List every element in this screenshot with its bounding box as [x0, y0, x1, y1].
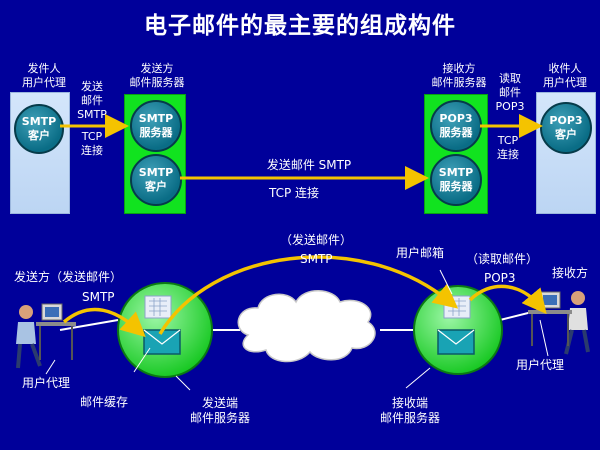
sender-person-icon	[16, 303, 76, 369]
read-label: （读取邮件）	[466, 252, 539, 266]
read-pop3-label: POP3	[484, 271, 516, 285]
sender-label: 发送方（发送邮件）	[14, 270, 123, 284]
mid-tcp-label: TCP 连接	[268, 186, 320, 200]
top-smtp-label: SMTP	[300, 252, 333, 266]
mail-buffer-label: 邮件缓存	[80, 395, 129, 409]
pointer-send-end	[175, 375, 191, 391]
send-mail-label: 发送 邮件 SMTP	[77, 80, 107, 121]
sender-smtp-label: SMTP	[82, 290, 115, 304]
pop3-server-circle: POP3 服务器	[430, 100, 482, 152]
mail-buffer-icon	[144, 295, 172, 319]
top-send-label: （发送邮件）	[280, 233, 353, 247]
read-mail-label: 读取 邮件 POP3	[495, 72, 525, 113]
internet-cloud	[237, 290, 376, 363]
pointer-recv-end	[405, 367, 431, 389]
sender-server-label: 发送方 邮件服务器	[129, 62, 185, 89]
smtp-client-circle: SMTP 客户	[14, 104, 64, 154]
pointer-mail-buffer	[133, 347, 151, 373]
internet-label: 因特网	[284, 325, 317, 338]
arrow-buffer-to-mailbox	[158, 255, 459, 335]
pointer-ua-left	[45, 359, 56, 375]
recipient-ua-label: 收件人 用户代理	[543, 62, 587, 89]
send-end-label: 发送端 邮件服务器	[189, 396, 250, 425]
pointer-mailbox	[439, 269, 453, 295]
sender-ua-label: 发件人 用户代理	[22, 62, 66, 89]
pop3-client-circle: POP3 客户	[540, 102, 592, 154]
receiver-label: 接收方	[552, 266, 589, 280]
pointer-ua-right	[539, 319, 549, 357]
smtp-client2-circle: SMTP 客户	[130, 154, 182, 206]
arrow-mailbox-to-ua	[468, 284, 547, 315]
tcp-conn-label: TCP 连接	[81, 130, 103, 157]
ua-right-label: 用户代理	[516, 358, 565, 372]
page-title: 电子邮件的最主要的组成构件	[144, 13, 456, 39]
arrow-ua-to-buffer	[62, 307, 146, 338]
smtp-server2-circle: SMTP 服务器	[430, 154, 482, 206]
recv-end-label: 接收端 邮件服务器	[379, 396, 440, 425]
tcp2-conn-label: TCP 连接	[497, 134, 519, 161]
link-ua-left	[59, 319, 119, 331]
mailbox-label: 用户邮箱	[396, 246, 445, 260]
mid-arrow-label: 发送邮件 SMTP	[266, 158, 352, 172]
smtp-server-circle: SMTP 服务器	[130, 100, 182, 152]
ua-left-label: 用户代理	[22, 376, 71, 390]
receiver-server-label: 接收方 邮件服务器	[431, 62, 487, 89]
